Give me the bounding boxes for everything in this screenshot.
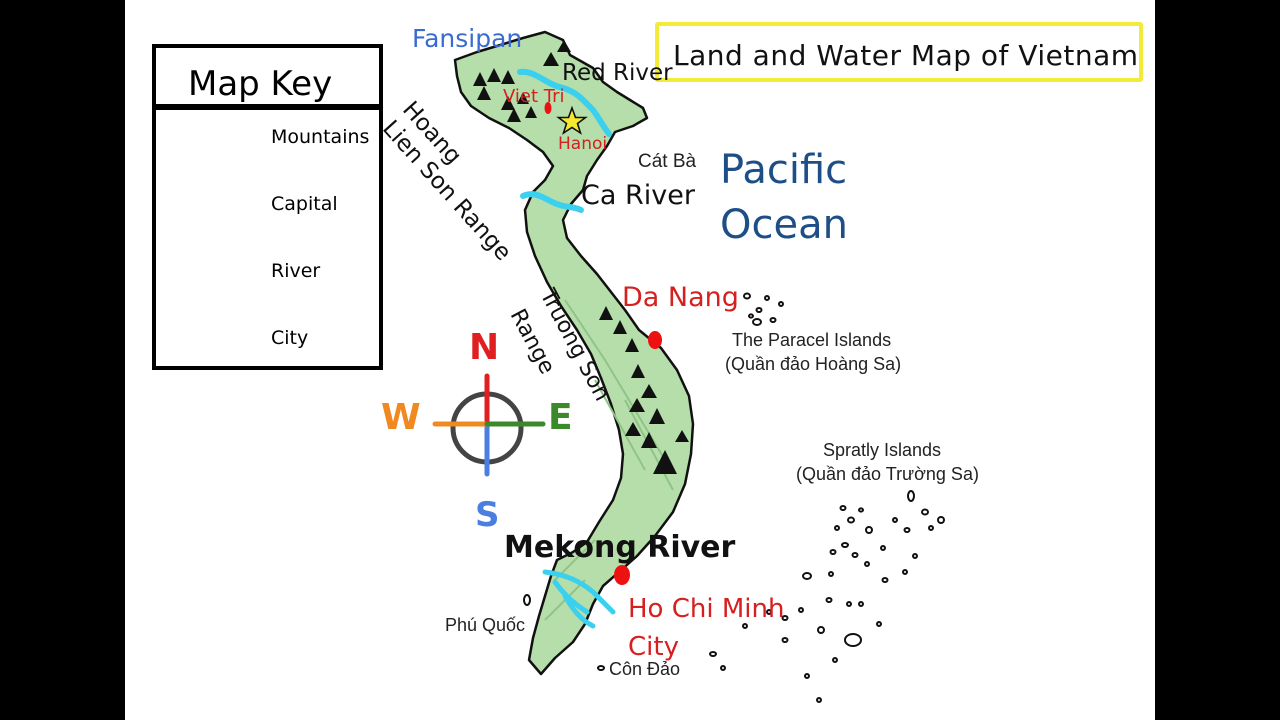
compass-west: W [381, 397, 421, 438]
red-river [517, 68, 612, 137]
label-mekong-river: Mekong River [504, 530, 736, 565]
map-key: Map Key Mountains Capital River City [152, 44, 383, 370]
da-nang-city-dot [648, 331, 662, 349]
key-label-mountains: Mountains [271, 126, 370, 148]
mekong-river [542, 569, 616, 629]
compass-east: E [548, 397, 573, 438]
label-ca-river: Ca River [581, 180, 695, 211]
label-red-river: Red River [562, 60, 673, 86]
coastal-islands [523, 594, 605, 671]
compass-rose [432, 373, 546, 477]
label-con-dao: Côn Đảo [609, 659, 681, 679]
map-key-title-bar: Map Key [156, 48, 379, 110]
label-hcmc-line2: City [628, 632, 679, 662]
label-spratly-en: Spratly Islands [823, 440, 942, 460]
label-paracel-en: The Paracel Islands [732, 330, 892, 350]
key-label-river: River [271, 260, 321, 282]
central-mountains [599, 306, 689, 474]
viet-tri-city-dot [544, 102, 552, 114]
label-fansipan: Fansipan [412, 24, 523, 53]
label-pacific: Pacific [720, 147, 848, 193]
label-hcmc-line1: Ho Chi Minh [628, 594, 785, 624]
label-viet-tri: Viet Tri [503, 86, 565, 107]
paracel-islands [743, 292, 784, 326]
hcmc-city-dot [614, 565, 630, 585]
label-spratly-vi: (Quần đảo Trường Sa) [796, 464, 979, 484]
map-key-title: Map Key [188, 64, 333, 104]
page-title: Land and Water Map of Vietnam [673, 39, 1139, 72]
label-phu-quoc: Phú Quốc [445, 615, 526, 635]
map-slide: Map Key Mountains Capital River City Lan… [125, 0, 1155, 720]
key-label-capital: Capital [271, 193, 338, 215]
spratly-islands [709, 490, 945, 703]
label-paracel-vi: (Quần đảo Hoàng Sa) [725, 354, 902, 374]
vietnam-map [177, 30, 945, 703]
label-da-nang: Da Nang [622, 282, 739, 313]
ca-river [520, 191, 584, 213]
compass-south: S [475, 495, 500, 535]
hanoi-capital-star [556, 105, 588, 135]
northern-mountains [473, 40, 571, 122]
compass-north: N [469, 327, 500, 368]
label-cat-ba: Cát Bà [638, 151, 697, 172]
key-label-city: City [271, 327, 309, 349]
title-box: Land and Water Map of Vietnam [655, 22, 1143, 82]
label-hanoi: Hanoi [558, 134, 608, 154]
label-ocean: Ocean [720, 202, 848, 248]
